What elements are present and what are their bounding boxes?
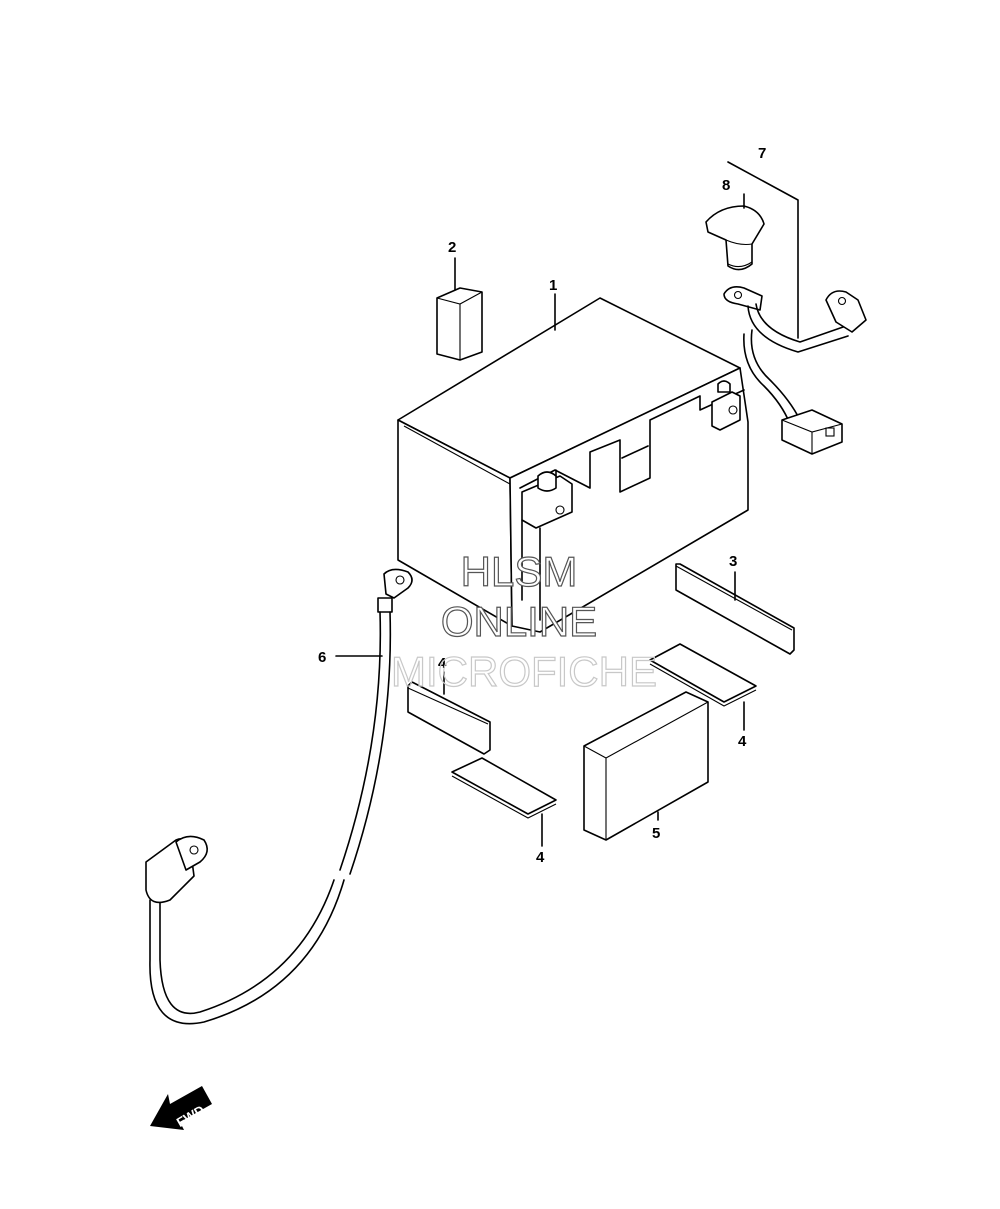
watermark-line-1: HLSM (461, 548, 578, 595)
leader-lines (335, 161, 799, 847)
callout-8: 8 (722, 177, 730, 194)
callout-4a: 4 (438, 655, 447, 672)
strip-part-4a[interactable] (407, 681, 491, 755)
block-part-5[interactable] (583, 691, 709, 841)
callout-3: 3 (729, 553, 737, 570)
callout-7: 7 (758, 145, 766, 162)
callout-4b: 4 (536, 849, 545, 866)
watermark-line-2: ONLINE (441, 598, 597, 645)
cable-part-7[interactable] (723, 286, 867, 455)
watermark: HLSM ONLINE MICROFICHE (390, 547, 657, 695)
callout-5: 5 (652, 825, 660, 842)
callout-4c: 4 (738, 733, 747, 750)
cover-part-8[interactable] (705, 205, 765, 271)
pad-part-2[interactable] (436, 287, 483, 361)
cable-part-6[interactable] (145, 568, 413, 1025)
pad-part-4c[interactable] (649, 643, 757, 707)
pad-part-4b[interactable] (451, 757, 557, 819)
strip-part-3[interactable] (675, 563, 795, 655)
battery-part-1[interactable] (397, 297, 749, 633)
callout-labels: 1 2 3 4 4 4 5 6 7 8 (318, 145, 766, 866)
watermark-line-3: MICROFICHE (391, 648, 657, 695)
forward-arrow-icon: FWD (150, 1086, 212, 1130)
callout-2: 2 (448, 239, 456, 256)
callout-6: 6 (318, 649, 326, 666)
callout-1: 1 (549, 277, 557, 294)
